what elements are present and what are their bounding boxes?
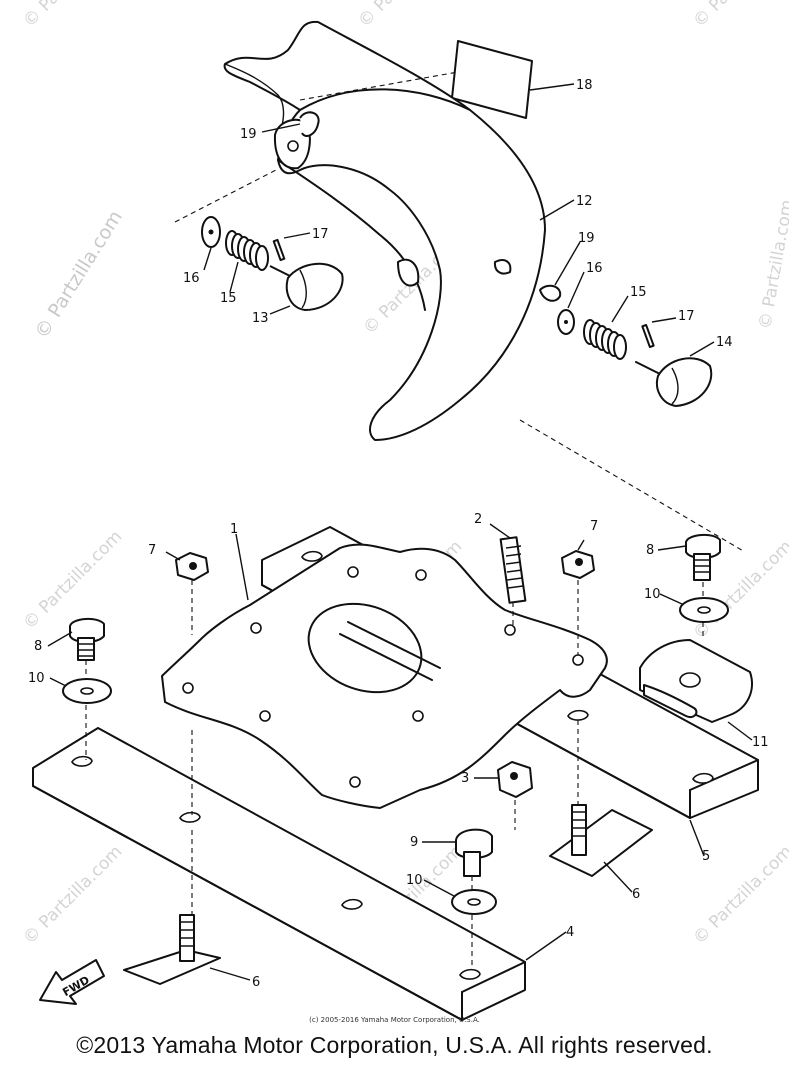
watermark-mid-2: © Partzilla.com [19,527,126,634]
callout-8-left: 8 [34,639,42,654]
left-knob-assembly [201,216,344,311]
clip-19-top [299,111,320,137]
callout-7-left: 7 [148,543,156,558]
plate-4 [32,727,526,1021]
washer-16-left-hole [208,229,214,235]
label-plate-18 [451,40,533,119]
knob-14-detail [671,367,679,405]
callout-7-right: 7 [590,519,598,534]
callout-6-left: 6 [252,975,260,990]
callout-10-right: 10 [644,587,661,602]
washer-16-right-hole [564,320,568,324]
pin-17-left [272,238,286,262]
callout-16-right: 16 [586,261,603,276]
align-line-left [174,169,277,223]
fwd-arrow: FWD [39,959,105,1005]
cowl-side-hole-right [493,259,512,275]
callout-19-right: 19 [578,231,595,246]
leader-lines [47,83,753,981]
watermark-main: © Partzilla.com [31,207,127,343]
bracket-plate-1 [161,543,608,809]
clip-19-right [539,284,562,302]
watermark-low-1: © Partzilla.com [19,842,126,949]
bracket-11 [639,639,753,723]
callout-6-right: 6 [632,887,640,902]
cowl-mount-hole [287,140,299,152]
callout-3: 3 [461,771,469,786]
cowl-side-hole [397,258,420,287]
callout-1: 1 [230,522,238,537]
knob-14-shaft [635,361,661,375]
cowl-flange [224,63,285,133]
callout-10-left: 10 [28,671,45,686]
washer-10-right [679,597,729,623]
callout-16-left: 16 [183,271,200,286]
callout-numbers: 18 19 12 17 16 15 13 19 16 15 17 14 1 2 … [28,78,769,990]
callout-15-right: 15 [630,285,647,300]
knob-13-shaft [269,265,291,277]
callout-17-left: 17 [312,227,329,242]
washer-10-left [62,678,112,704]
callout-15-left: 15 [220,291,237,306]
stud-2 [499,536,527,604]
align-line-right [519,419,746,553]
callout-9: 9 [410,835,418,850]
callout-2: 2 [474,512,482,527]
stud-bracket-6-right [549,804,653,877]
bolt-8-right [685,534,721,581]
spring-15-right [583,319,627,360]
callout-18: 18 [576,78,593,93]
watermark-top-left: © Partz [19,0,79,32]
callout-8-right: 8 [646,543,654,558]
pin-17-right [641,323,655,349]
washer-10-lower [451,889,497,915]
stud-bracket-6-left [123,914,221,985]
watermark-right-edge: © Partzilla.com [755,198,789,331]
callout-19-top: 19 [240,127,257,142]
callout-14: 14 [716,335,733,350]
callout-4: 4 [566,925,574,940]
spring-15-left [225,230,269,271]
knob-13-detail [299,269,307,309]
watermark-top-right: © Partz [689,0,749,32]
callout-10-lower: 10 [406,873,423,888]
copyright-notice: ©2013 Yamaha Motor Corporation, U.S.A. A… [76,1032,713,1058]
cowl-part-12 [174,20,746,553]
right-knob-assembly [539,284,713,407]
bolt-9 [455,828,493,877]
alignment-lines-lower [85,580,704,968]
nut-3 [497,761,533,798]
knob-13 [285,262,344,311]
diagram-copyright-small: (c) 2005-2016 Yamaha Motor Corporation, … [309,1016,480,1024]
nut-7-right [561,550,595,579]
nut-7-left [175,552,209,581]
callout-12: 12 [576,194,593,209]
cowl-top-edge [299,88,471,111]
callout-11: 11 [752,735,769,750]
callout-5: 5 [702,849,710,864]
knob-14 [656,357,713,407]
callout-17-right: 17 [678,309,695,324]
callout-13: 13 [252,311,269,326]
bolt-8-left [69,618,105,661]
watermark-top-mid: © Partz [354,0,414,32]
